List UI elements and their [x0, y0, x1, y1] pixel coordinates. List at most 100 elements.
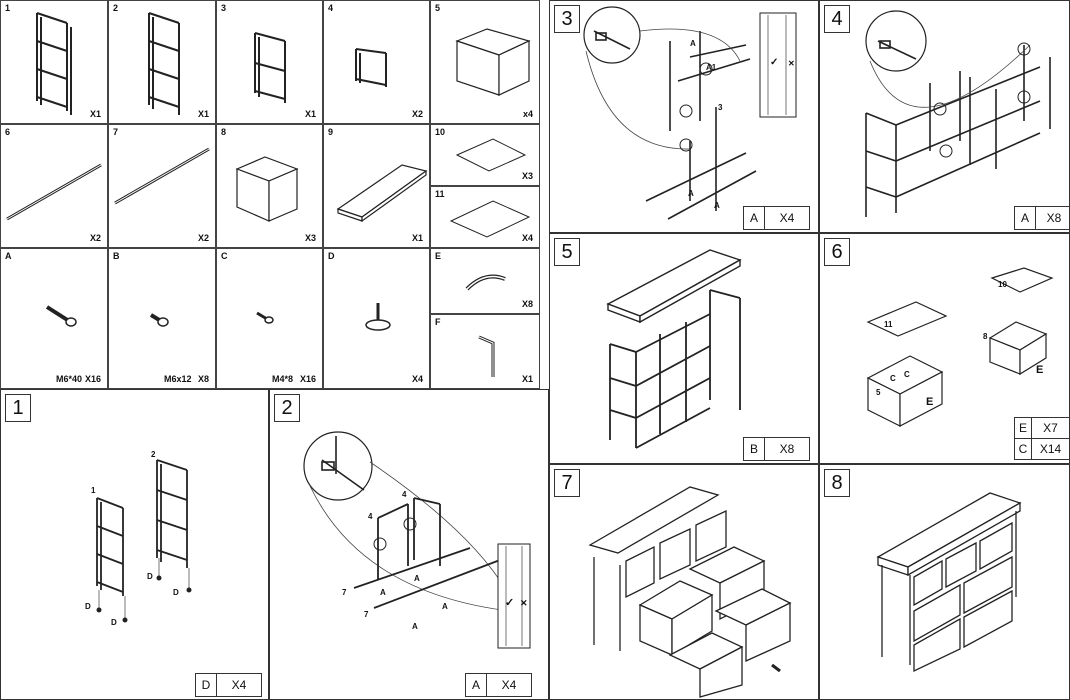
part-cell-8: 8 X3 — [216, 124, 323, 248]
step-2-diagram — [303, 431, 531, 649]
check-mark-icon: ✓ — [505, 597, 515, 609]
part-number: 3 — [221, 3, 227, 13]
step-4-diagram — [865, 10, 1051, 217]
part-cell-6: 6 X2 — [0, 124, 108, 248]
bin-bottom-board-large-illustration — [449, 200, 531, 238]
part-callout: 4 — [402, 490, 407, 499]
step-1-panel: 1 1 2 D D D D D X4 — [0, 389, 269, 700]
top-board-illustration — [336, 164, 428, 223]
step-4-legend: A X8 — [1014, 206, 1069, 230]
step-1-diagram — [96, 459, 192, 623]
bolt-callout: A — [442, 602, 448, 611]
step-number: 7 — [554, 469, 580, 497]
part-quantity: X3 — [521, 171, 533, 181]
step-7-insert-bins-diagram — [588, 486, 792, 698]
screw-callout: C — [890, 374, 896, 383]
hardware-letter: D — [328, 251, 335, 261]
part-quantity: X1 — [411, 233, 423, 243]
check-mark-icon: ✓ — [770, 57, 779, 68]
hardware-letter: E — [435, 251, 442, 261]
part-callout: 8 — [983, 332, 988, 341]
part-callout: 5 — [876, 388, 881, 397]
foot-callout: D — [173, 588, 179, 597]
part-callout: 2 — [151, 450, 156, 459]
fabric-bin-large-illustration — [455, 28, 531, 96]
small-screw-icon — [256, 311, 274, 324]
part-cell-3: 3 X1 — [216, 0, 323, 124]
legend-quantity: X14 — [1039, 442, 1062, 456]
hardware-quantity: X16 — [299, 374, 316, 384]
part-callout: 3 — [718, 103, 723, 112]
step-number: 1 — [5, 394, 31, 422]
part-cell-1: 1 X1 — [0, 0, 108, 124]
hardware-cell-C: C M4*8 X16 — [216, 248, 323, 389]
legend-quantity: X7 — [1043, 421, 1058, 435]
step-5-assembled-frame-diagram — [606, 249, 742, 449]
leveling-foot-icon — [365, 303, 391, 331]
legend-letter: A — [744, 207, 765, 229]
legend-letter: B — [744, 438, 765, 460]
foot-callout: D — [111, 618, 117, 627]
part-quantity: X1 — [89, 109, 101, 119]
bolt-callout: A — [688, 189, 694, 198]
part-number: 10 — [435, 127, 446, 137]
step-number: 4 — [824, 5, 850, 33]
part-callout: 10 — [998, 280, 1007, 289]
step-4-panel: 4 A X8 — [819, 0, 1070, 233]
step-2-legend: A X4 — [465, 673, 532, 697]
part-number: 2 — [113, 3, 119, 13]
part-cell-5: 5 x4 — [430, 0, 540, 124]
hardware-quantity: X4 — [411, 374, 423, 384]
hardware-size: M6*40 — [56, 374, 83, 384]
part-quantity: X4 — [521, 233, 533, 243]
step-number: 5 — [554, 238, 580, 266]
part-number: 11 — [435, 189, 445, 199]
part-cell-11: 11 X4 — [430, 186, 540, 248]
part-number: 5 — [435, 3, 441, 13]
hardware-quantity: X1 — [521, 374, 533, 384]
long-rod-illustration — [6, 163, 102, 221]
part-cell-4: 4 X2 — [323, 0, 430, 124]
part-callout: 4 — [368, 512, 373, 521]
small-frame-illustration — [355, 48, 387, 87]
step-number: 8 — [824, 469, 850, 497]
handle-callout: E — [1036, 364, 1044, 376]
bolt-callout: A — [690, 39, 696, 48]
hardware-cell-F: F X1 — [430, 314, 540, 389]
hardware-size: M6x12 — [164, 374, 192, 384]
part-callout: 7 — [364, 610, 369, 619]
step-3-legend: A X4 — [743, 206, 810, 230]
hex-key-icon — [478, 335, 495, 377]
handle-callout: E — [926, 396, 934, 408]
step-5-panel: 5 B X8 — [549, 233, 819, 464]
part-number: 8 — [221, 127, 227, 137]
step-number: 6 — [824, 238, 850, 266]
step-2-panel: 2 ✓ ✕ 4 4 7 7 A A A A A X4 — [269, 389, 549, 700]
bolt-callout: A — [380, 588, 386, 597]
part-number: 7 — [113, 127, 119, 137]
bin-bottom-board-illustration — [455, 138, 527, 172]
part-number: 9 — [328, 127, 334, 137]
step-6-panel: 6 10 11 8 5 C C E E E X7 C X14 — [819, 233, 1070, 464]
part-quantity: X1 — [197, 109, 209, 119]
bolt-callout: A1 — [706, 63, 717, 72]
part-cell-9: 9 X1 — [323, 124, 430, 248]
ladder-frame-tall-illustration — [148, 12, 180, 115]
step-5-legend: B X8 — [743, 437, 810, 461]
step-8-finished-dresser-diagram — [876, 492, 1022, 673]
handle-icon — [465, 274, 506, 291]
legend-letter: D — [196, 674, 217, 696]
foot-callout: D — [85, 602, 91, 611]
part-cell-10: 10 X3 — [430, 124, 540, 186]
legend-quantity: X4 — [501, 678, 517, 692]
fabric-bin-small-illustration — [235, 156, 299, 222]
step-3-panel: 3 ✓ ✕ A A1 3 A A A X4 — [549, 0, 819, 233]
legend-letter: A — [1015, 207, 1036, 229]
bolt-callout: A — [412, 622, 418, 631]
step-6-legend: E X7 C X14 — [1014, 417, 1069, 460]
part-quantity: X1 — [304, 109, 316, 119]
legend-letter: E — [1015, 418, 1032, 438]
hardware-letter: B — [113, 251, 120, 261]
step-number: 2 — [274, 394, 300, 422]
short-bolt-icon — [149, 313, 169, 327]
